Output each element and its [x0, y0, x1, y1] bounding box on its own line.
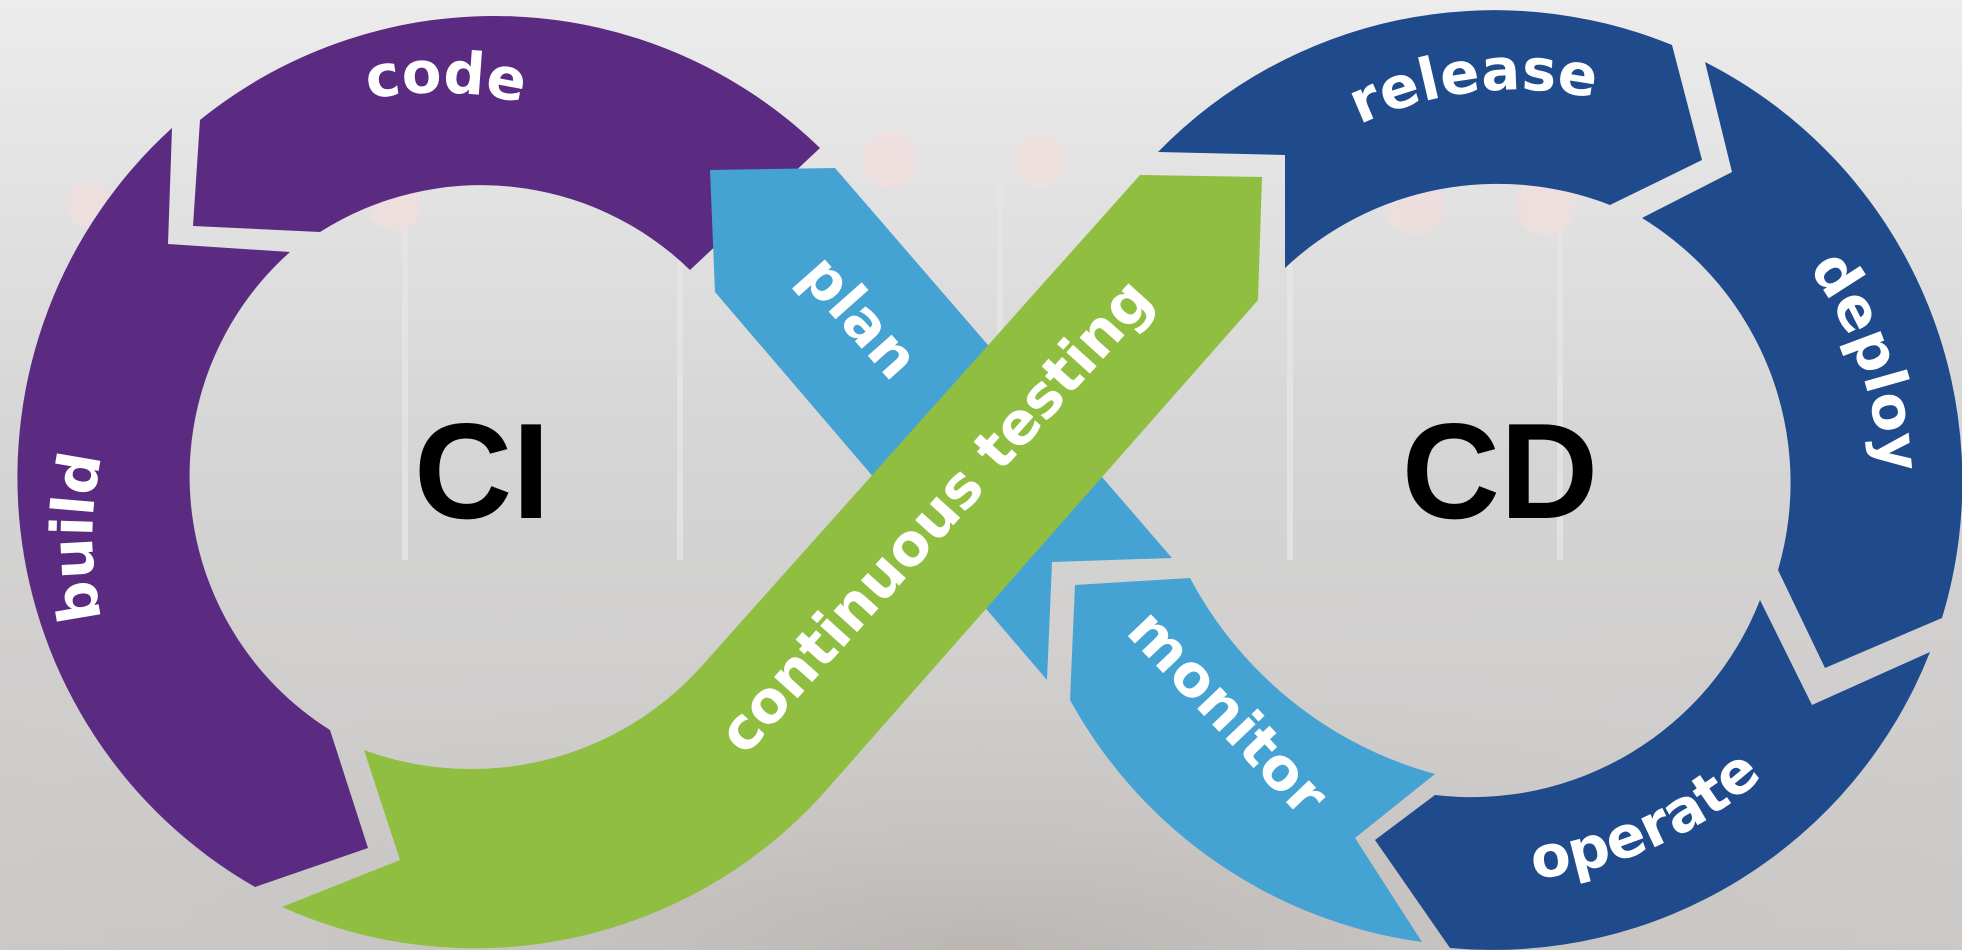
segment-code: [193, 15, 820, 271]
segment-build: [17, 128, 368, 887]
cd-label: CD: [1402, 395, 1598, 547]
segment-monitor: [1070, 578, 1435, 942]
ci-loop: [17, 15, 820, 887]
segment-release: [1158, 10, 1702, 268]
cd-loop: [1158, 10, 1962, 950]
segment-continuous-testing: [282, 175, 1262, 949]
segment-operate: [1375, 600, 1930, 950]
ci-label: CI: [414, 395, 550, 547]
segment-deploy: [1642, 62, 1962, 668]
label-code: code: [361, 38, 533, 116]
